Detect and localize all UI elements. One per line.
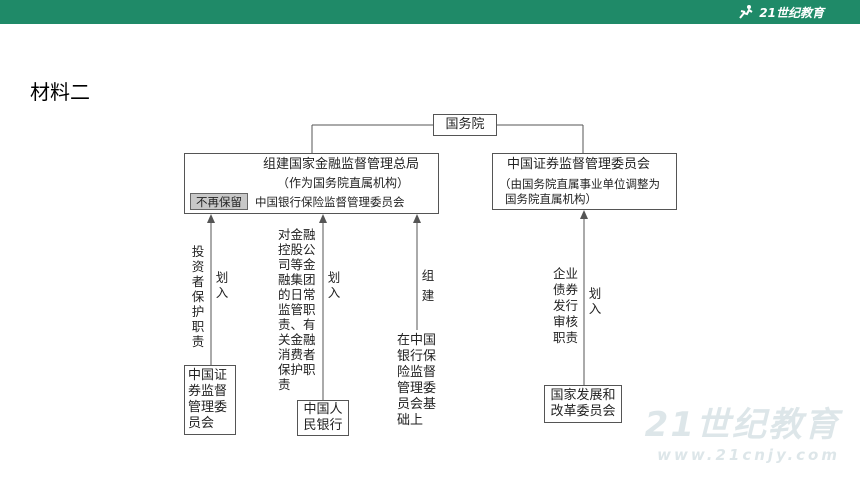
runner-icon	[739, 5, 753, 19]
guowuyuan-label: 国务院	[445, 117, 485, 132]
arrow-head-4	[580, 210, 588, 219]
label-touzizhe: 投资者保护职责	[191, 244, 205, 349]
arrow-head-2	[319, 214, 327, 223]
label-zaiyinbao: 在中国银行保险监督管理委员会基础上	[397, 333, 437, 428]
jinrong-line2: （作为国务院直属机构）	[277, 176, 410, 190]
jinrong-line3: 中国银行保险监督管理委员会	[255, 195, 405, 209]
label-jinrong-kong: 对金融控股公司等金融集团的日常监管职责、有关金融消费者保护职责	[278, 227, 316, 392]
label-huaru-1: 划入	[215, 270, 229, 300]
zhengjian-line2: （由国务院直属事业单位调整为	[499, 177, 660, 191]
watermark: 21世纪教育 www.21cnjy.com	[645, 397, 840, 464]
source-renmin-label: 中国人民银行	[303, 402, 343, 433]
arrow-head-1	[207, 214, 215, 223]
zhengjian-line3: 国务院直属机构）	[505, 192, 597, 206]
arrow-head-3	[413, 214, 421, 223]
source-fagaiwei-box: 国家发展和改革委员会	[544, 385, 622, 423]
label-huaru-2: 划入	[327, 270, 341, 300]
watermark-big: 21世纪教育	[644, 405, 840, 445]
logo-text: 21世纪教育	[759, 5, 824, 20]
source-zhengjianhui-box: 中国证券监督管理委员会	[184, 365, 236, 435]
source-zhengjianhui-label: 中国证券监督管理委员会	[188, 368, 228, 431]
source-renmin-box: 中国人民银行	[297, 400, 349, 436]
zhengjian-line1: 中国证券监督管理委员会	[507, 157, 651, 172]
label-zujian: 组建	[421, 268, 435, 303]
watermark-small: www.21cnjy.com	[657, 446, 840, 464]
source-fagaiwei-label: 国家发展和改革委员会	[550, 388, 616, 419]
site-logo[interactable]: 21世纪教育	[737, 3, 824, 21]
guowuyuan-box: 国务院	[433, 114, 497, 136]
section-title: 材料二	[30, 80, 90, 104]
jinrong-box: 组建国家金融监督管理总局 （作为国务院直属机构） 不再保留 中国银行保险监督管理…	[184, 153, 439, 214]
jinrong-line1: 组建国家金融监督管理总局	[263, 157, 420, 172]
label-huaru-3: 划入	[588, 286, 602, 316]
zhengjian-box: 中国证券监督管理委员会 （由国务院直属事业单位调整为 国务院直属机构）	[492, 153, 677, 210]
label-qiye: 企业债券发行审核职责	[553, 266, 579, 345]
not-retained-tag: 不再保留	[190, 193, 248, 210]
header-bar: 21世纪教育	[0, 0, 860, 24]
